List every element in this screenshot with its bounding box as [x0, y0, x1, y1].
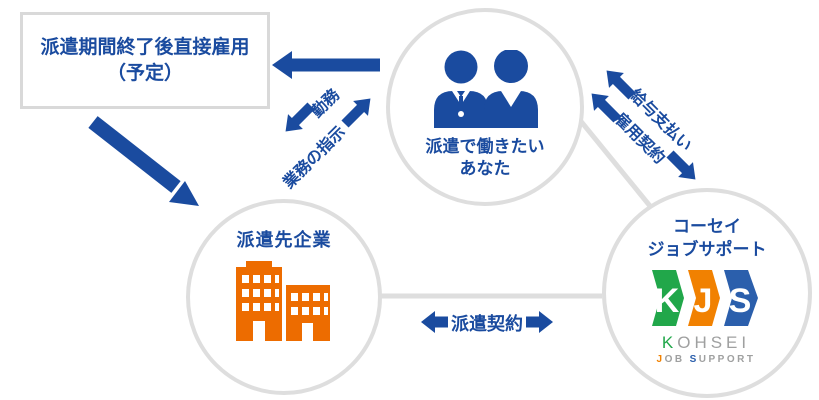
- direct-hire-box: 派遣期間終了後直接雇用 （予定）: [20, 12, 270, 109]
- logo-jobsupport-text: JOB SUPPORT: [657, 354, 756, 365]
- logo-kohsei-text: KOHSEI: [662, 333, 750, 352]
- arrow-directhire-to-client: [88, 116, 199, 206]
- worker-circle: 派遣で働きたい あなた: [386, 8, 584, 206]
- worker-label: 派遣で働きたい あなた: [426, 136, 545, 181]
- logo-letter-j: J: [694, 282, 713, 320]
- agency-label-line1: コーセイ: [673, 217, 741, 236]
- direct-hire-text-line2: （予定）: [106, 62, 183, 84]
- direct-hire-text-line1: 派遣期間終了後直接雇用: [40, 37, 250, 59]
- logo-letter-s: S: [729, 282, 752, 320]
- jobsupport-j: J: [657, 354, 665, 365]
- arrow-work-instructions: [337, 91, 378, 132]
- jobsupport-ob: OB: [665, 354, 685, 365]
- client-company-label: 派遣先企業: [236, 230, 332, 250]
- client-company-circle: 派遣先企業: [186, 199, 382, 395]
- two-people-icon: [434, 50, 538, 128]
- agency-label-line2: ジョブサポート: [647, 239, 767, 259]
- arrow-worker-to-directhire: [272, 51, 380, 79]
- worker-label-line2: あなた: [459, 159, 511, 179]
- arrow-dispatch-contract-left: [421, 311, 448, 333]
- logo-letter-k: K: [655, 282, 680, 320]
- kohsei-rest: OHSEI: [677, 333, 750, 352]
- label-dispatch-contract: 派遣契約: [451, 314, 523, 334]
- label-work-instructions: 業務の指示: [280, 123, 350, 193]
- worker-label-line1: 派遣で働きたい: [425, 137, 545, 156]
- arrow-dispatch-contract-right: [526, 311, 553, 333]
- buildings-icon: [236, 260, 330, 341]
- jobsupport-s: S: [690, 354, 699, 365]
- agency-label: コーセイ ジョブサポート: [648, 216, 767, 262]
- kohsei-k: K: [662, 333, 677, 352]
- jobsupport-rest: UPPORT: [699, 354, 756, 365]
- label-work: 勤務: [308, 86, 344, 122]
